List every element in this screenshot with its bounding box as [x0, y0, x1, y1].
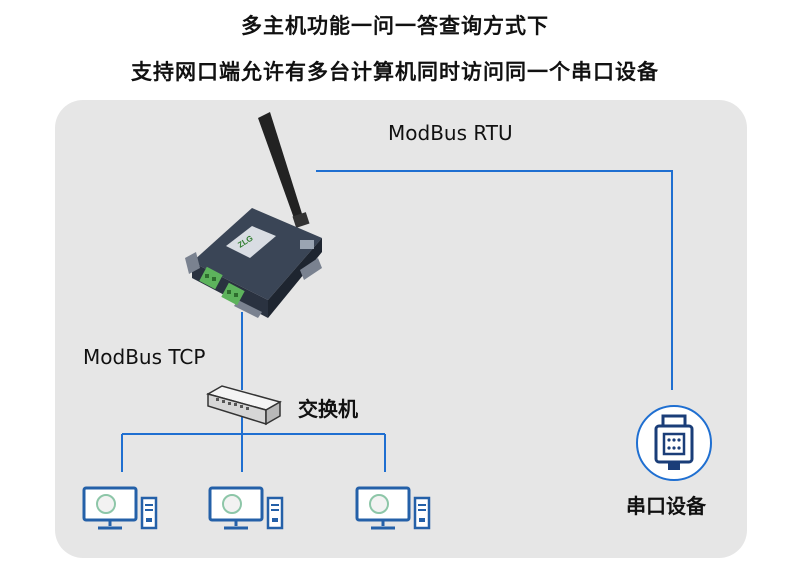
- rtu-line: [316, 170, 673, 390]
- title-line-1: 多主机功能一问一答查询方式下: [241, 14, 549, 38]
- switch-icon: [206, 385, 282, 426]
- serial-device-label: 串口设备: [626, 494, 706, 518]
- serial-server-device-icon: ZLG: [185, 112, 322, 318]
- title-line-2: 支持网口端允许有多台计算机同时访问同一个串口设备: [131, 60, 659, 84]
- modbus-rtu-label: ModBus RTU: [388, 121, 513, 145]
- computer-icon-center: [208, 486, 284, 530]
- connection-lines: [121, 170, 673, 472]
- serial-device-icon: [636, 405, 712, 481]
- diagram-panel: [55, 100, 747, 558]
- computer-icon-right: [355, 486, 431, 530]
- switch-label: 交换机: [298, 397, 358, 421]
- computer-icon-left: [82, 486, 158, 530]
- modbus-tcp-label: ModBus TCP: [83, 345, 206, 369]
